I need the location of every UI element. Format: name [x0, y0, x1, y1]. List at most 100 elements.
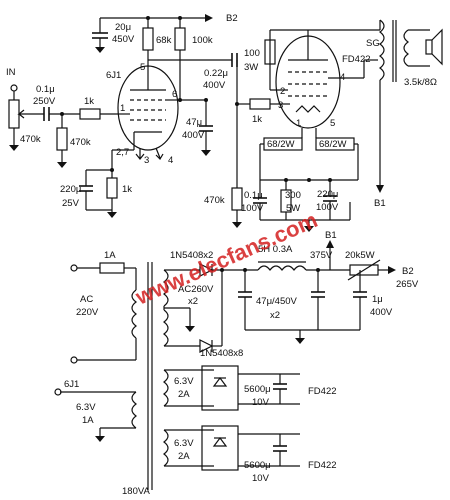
- bridge-rectifier-1: [201, 365, 239, 411]
- output-cap-value: 1μ: [372, 294, 383, 305]
- filament-resistor-2-value: 68/2W: [319, 139, 346, 150]
- bias-resistor-value: 300: [285, 190, 301, 201]
- tube1-pin4: 4: [168, 155, 173, 166]
- in-label: IN: [6, 67, 16, 78]
- choke: [257, 265, 307, 271]
- tube2-pin2: 2: [280, 86, 285, 97]
- screen-resistor-100k-value: 100k: [192, 35, 213, 46]
- coupling-cap-value: 0.22μ: [204, 68, 228, 79]
- heater-1-voltage: 6.3V: [174, 376, 194, 387]
- filter-cap-value: 47μ/450V: [256, 296, 298, 307]
- grid-leak-value: 470k: [70, 137, 91, 148]
- heater-winding-2: [163, 429, 169, 467]
- tube2-pin5: 5: [330, 118, 335, 129]
- 6j1-heater-label: 6J1: [64, 379, 79, 390]
- b1-output-label: B1: [374, 198, 386, 209]
- speaker-impedance: 3.5k/8Ω: [404, 77, 437, 88]
- input-pot: [8, 99, 20, 129]
- top-supply: B2 20μ 450V 68k 100k: [92, 13, 238, 100]
- tube1-pin5: 5: [140, 62, 145, 73]
- output-primary-winding: [379, 19, 385, 81]
- input-pot-value: 470k: [20, 134, 41, 145]
- screen-resistor-100-value: 100: [244, 48, 260, 59]
- bias-resistor-watts: 5W: [286, 203, 300, 214]
- grid-leak-resistor: [56, 127, 68, 151]
- filter-cap-x2: x2: [270, 310, 280, 321]
- heater-2-current: 2A: [178, 451, 190, 462]
- screen-resistor-100-watts: 3W: [244, 62, 258, 73]
- choke-value: 5H 0.3A: [258, 244, 293, 255]
- heater-1-current: 2A: [178, 389, 190, 400]
- rectifier-pair-label: 1N5408x2: [170, 250, 213, 261]
- coupling-cap-voltage: 400V: [203, 80, 226, 91]
- output-section: B1 SG 3.5k/8Ω: [363, 19, 443, 209]
- input-section: IN 470k 0.1μ 250V 470k 1k: [6, 67, 118, 168]
- primary-winding: [131, 289, 137, 339]
- b2-voltage: 265V: [396, 279, 419, 290]
- cathode-resistor: [106, 177, 118, 199]
- bias-cap-value: 220μ: [317, 189, 338, 200]
- sg-label: SG: [366, 38, 380, 49]
- rectifier-diode-2: [199, 339, 214, 353]
- tube-fd422: FD422 2 3 4 1 5 100 3W 68/2W 68/2W: [241, 29, 380, 232]
- hv-secondary-x2: x2: [188, 296, 198, 307]
- plate-resistor-68k-value: 68k: [156, 35, 172, 46]
- tube2-grid-stopper: [249, 98, 271, 110]
- power-supply: 1A AC 220V 180VA 1N5408x2 AC260V x2 5: [70, 230, 419, 497]
- series-resistor-value: 20k5W: [345, 250, 375, 261]
- ac-in-label: AC: [80, 294, 93, 305]
- input-cap-voltage: 250V: [33, 96, 56, 107]
- input-jack: [10, 84, 18, 92]
- output-secondary-winding: [403, 29, 409, 67]
- cathode-cap-voltage: 25V: [62, 198, 80, 209]
- hv-secondary-voltage: AC260V: [178, 284, 214, 295]
- heater-2-target: FD422: [308, 460, 337, 471]
- decoupling-cap-value: 20μ: [115, 22, 131, 33]
- bypass-cap-value: 0.1μ: [244, 190, 263, 201]
- output-cap-voltage: 400V: [370, 307, 393, 318]
- bridge-rectifier-2: [201, 425, 239, 471]
- xfmr-rating: 180VA: [122, 486, 150, 497]
- heater-supplies: 1N5408x8 6.3V 2A 5600μ 10V FD422 6.3V 2A: [54, 348, 337, 484]
- tube1-pin6: 6: [172, 89, 177, 100]
- tube2-grid-leak-value: 470k: [204, 195, 225, 206]
- heater-cap-1-value: 5600μ: [244, 384, 271, 395]
- rectifier-diode-1: [199, 263, 214, 277]
- cathode-resistor-value: 1k: [122, 184, 132, 195]
- coupling-section: 47μ 400V 0.22μ 400V 1k 470k: [148, 53, 284, 228]
- 6j1-heater-voltage: 6.3V: [76, 402, 96, 413]
- input-cap-value: 0.1μ: [36, 84, 55, 95]
- plate-resistor-68k: [142, 27, 154, 51]
- hv-secondary-winding-2: [163, 309, 169, 347]
- bypass-cap-voltage: 100V: [241, 203, 264, 214]
- ac-in-voltage: 220V: [76, 307, 99, 318]
- fuse: [99, 262, 125, 274]
- ac-in-bottom: [70, 356, 78, 364]
- watermark: www.elecfans.com: [131, 207, 321, 310]
- screen-resistor-100k: [174, 27, 186, 51]
- tube-6j1: 6J1 5 1 6 2,7 3 4 220μ 25V 1k: [60, 62, 180, 218]
- grid-stopper-value: 1k: [84, 96, 94, 107]
- heater-cap-2-voltage: 10V: [252, 473, 270, 484]
- tube1-pin1: 1: [120, 103, 125, 114]
- heater-2-voltage: 6.3V: [174, 438, 194, 449]
- ac-in-top: [70, 264, 78, 272]
- bias-cap-voltage: 100V: [316, 202, 339, 213]
- heater-cap-1-voltage: 10V: [252, 397, 270, 408]
- heater-1-target: FD422: [308, 386, 337, 397]
- grid-stopper-resistor: [79, 108, 101, 120]
- 6j1-heater-current: 1A: [82, 415, 94, 426]
- cathode-cap-value: 220μ: [60, 184, 81, 195]
- b2-top-label: B2: [226, 13, 238, 24]
- tube1-pin27: 2,7: [116, 147, 129, 158]
- hv-secondary-winding-1: [163, 269, 169, 307]
- filament-resistor-1-value: 68/2W: [267, 139, 294, 150]
- tube2-pin3: 3: [278, 100, 283, 111]
- 6j1-heater-terminal: [54, 388, 62, 396]
- speaker-icon: [425, 39, 433, 55]
- tube1-pin3: 3: [144, 155, 149, 166]
- heater-cap-2-value: 5600μ: [244, 460, 271, 471]
- heater-winding-1: [163, 369, 169, 407]
- heater-rectifier-label: 1N5408x8: [200, 348, 243, 359]
